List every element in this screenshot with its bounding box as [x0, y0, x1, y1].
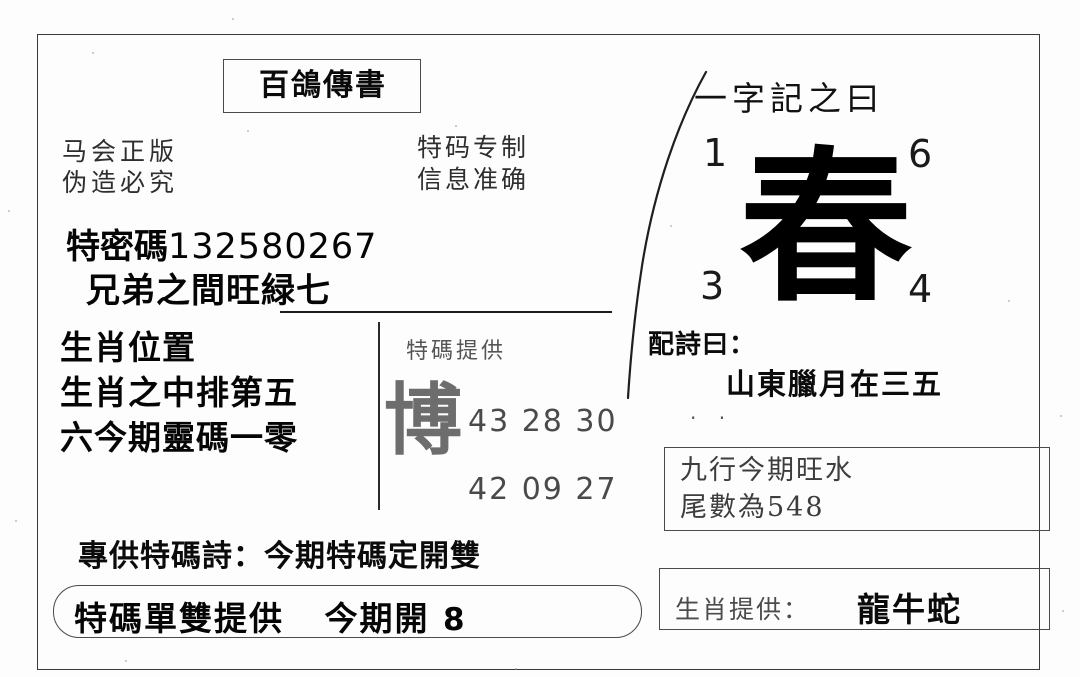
outer-border-frame	[37, 34, 1040, 670]
zodiac-line-1: 生肖位置	[60, 328, 196, 367]
scan-speckle	[92, 52, 94, 54]
scan-speckle	[515, 668, 517, 670]
poem-text: 山東臘月在三五	[726, 367, 944, 401]
scan-speckle	[455, 125, 457, 127]
odd-even-pill-box	[53, 585, 642, 638]
secret-code-line: 特密碼132580267	[66, 219, 377, 268]
authenticity-notice-line2: 伪造必究	[62, 168, 179, 197]
odd-even-pill-text: 特碼單雙提供 今期開 8	[74, 592, 467, 640]
authenticity-notice: 马会正版 伪造必究	[62, 136, 178, 198]
corner-number-bottom-left: 3	[700, 264, 725, 308]
accuracy-notice-line2: 信息准确	[417, 165, 530, 194]
accuracy-notice-line1: 特码专制	[417, 133, 530, 162]
oneword-title: 一字記之曰	[694, 79, 884, 118]
scan-speckle	[670, 225, 672, 227]
scan-speckle	[15, 520, 17, 522]
scan-speckle	[125, 660, 127, 662]
bottom-poem-line: 專供特碼詩：今期特碼定開雙	[78, 539, 481, 574]
scan-speckle	[232, 18, 234, 20]
corner-number-top-left: 1	[703, 131, 728, 175]
page-title: 百鴿傳書	[259, 68, 387, 103]
secret-code-digits: 132580267	[168, 227, 378, 267]
title-box	[223, 59, 421, 113]
zodiac-line-2: 生肖之中排第五	[60, 373, 298, 412]
pill-label: 特碼單雙提供	[74, 599, 284, 638]
pill-result-label: 今期開	[324, 599, 430, 638]
zodiac-supply-value: 龍牛蛇	[857, 590, 962, 629]
zodiac-supply-box	[659, 568, 1050, 630]
element-water-line-1: 九行今期旺水	[680, 455, 854, 486]
vertical-divider	[378, 322, 380, 510]
pill-result-number: 8	[442, 602, 467, 638]
accuracy-notice: 特码专制 信息准确	[417, 132, 529, 196]
corner-number-top-right: 6	[908, 132, 933, 176]
element-water-box	[664, 447, 1050, 531]
special-code-supply-title: 特碼提供	[406, 339, 507, 364]
scan-speckle	[1060, 415, 1062, 417]
poem-dots: . .	[690, 400, 734, 424]
horizontal-divider	[280, 311, 612, 313]
zodiac-supply-label: 生肖提供：	[675, 595, 811, 624]
scan-speckle	[8, 210, 10, 212]
brother-lucky-line: 兄弟之間旺緑七	[86, 271, 331, 311]
supply-numbers-row-1: 43 28 30	[468, 404, 618, 439]
poem-label: 配詩曰：	[648, 330, 757, 360]
zodiac-line-3: 六今期靈碼一零	[60, 418, 298, 457]
watermark-character: 博	[384, 375, 463, 466]
secret-code-label: 特密碼	[66, 227, 168, 267]
supply-numbers-row-2: 42 09 27	[468, 472, 618, 507]
featured-character: 春	[739, 130, 913, 324]
scan-speckle	[1062, 610, 1064, 612]
element-water-line-2: 尾數為548	[680, 492, 825, 523]
element-water-text: 九行今期旺水 尾數為548	[680, 452, 854, 526]
scan-speckle	[1008, 300, 1010, 302]
zodiac-position-block: 生肖位置 生肖之中排第五 六今期靈碼一零	[60, 325, 298, 460]
authenticity-notice-line1: 马会正版	[62, 137, 179, 166]
corner-number-bottom-right: 4	[908, 267, 933, 311]
scan-speckle	[247, 130, 249, 132]
